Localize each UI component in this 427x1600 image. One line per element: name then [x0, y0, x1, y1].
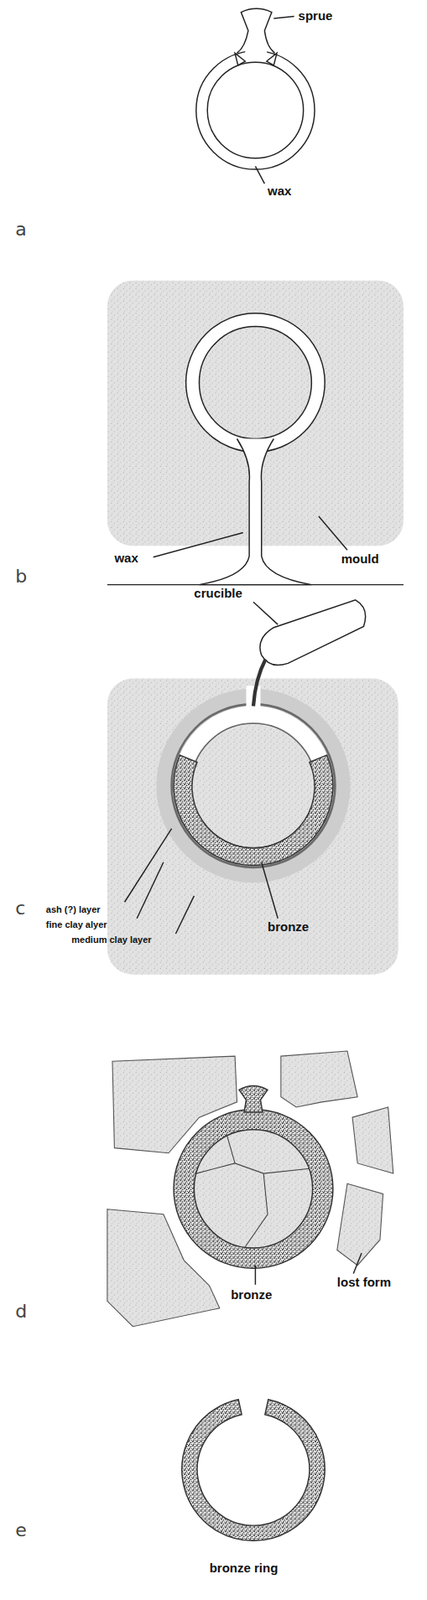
part-label: crucible: [193, 587, 243, 602]
layer-label: ash (?) layer: [46, 905, 101, 916]
core-cracks: [196, 1135, 313, 1249]
panel-letter: a: [15, 219, 27, 240]
part-label: bronze: [267, 921, 309, 936]
panel-letter: e: [15, 1521, 27, 1542]
ash-layer: [171, 704, 336, 869]
part-label: mould: [341, 552, 380, 568]
wax-ring: [186, 313, 326, 454]
crucible: [260, 600, 366, 667]
part-label: lost form: [337, 1276, 391, 1292]
panel-letter: d: [15, 1302, 27, 1323]
sprue: [240, 8, 272, 59]
molten-bronze-stream: [253, 659, 266, 707]
layer-label: fine clay alyer: [46, 920, 108, 931]
panel-letter: b: [15, 567, 27, 588]
layer-label: medium clay layer: [71, 935, 152, 946]
part-label: sprue: [298, 9, 334, 24]
part-label: wax: [114, 551, 138, 567]
wax-ring: [196, 51, 315, 170]
part-label: bronze: [230, 1289, 272, 1304]
mould: [107, 679, 399, 976]
bronze-ring-cast: [173, 1109, 334, 1270]
bronze-ring: [182, 1400, 325, 1543]
mould-fragments: [107, 1051, 394, 1328]
part-label: wax: [267, 184, 292, 199]
sprue-notch: [234, 52, 277, 66]
bronze-fill: [173, 755, 334, 866]
clay-layer: [156, 689, 350, 884]
bronze-sprue: [239, 1086, 268, 1114]
sprue-outline: [237, 8, 276, 53]
part-label: bronze ring: [209, 1562, 279, 1578]
panel-letter: c: [15, 899, 26, 920]
mould-cavity: [173, 706, 334, 866]
wax-runner: [198, 439, 312, 586]
